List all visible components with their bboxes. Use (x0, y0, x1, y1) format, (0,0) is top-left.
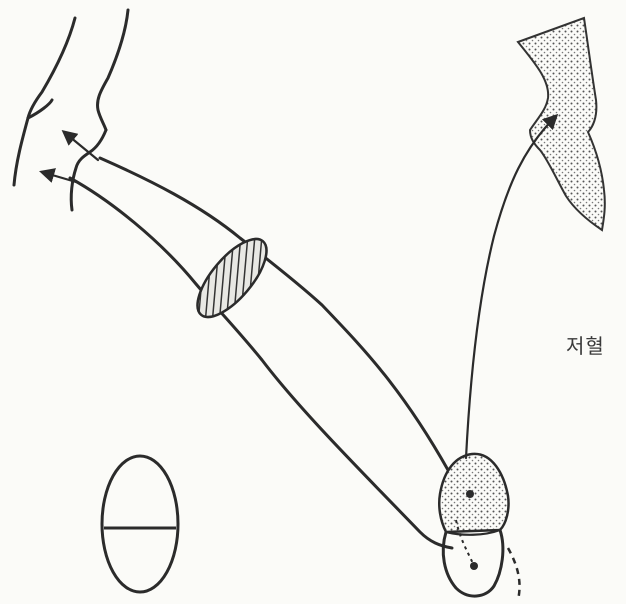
arrow-upper-left-1 (64, 132, 98, 160)
oval-symbol (102, 456, 178, 592)
gland-bottom-right (439, 454, 519, 600)
arrow-to-right-organ (466, 116, 556, 458)
side-label: 저혈 (566, 330, 605, 359)
hatched-ring (186, 228, 278, 327)
right-organ-dotted (518, 18, 605, 230)
canal-tube (70, 158, 452, 548)
gland-dot-upper (466, 490, 474, 498)
